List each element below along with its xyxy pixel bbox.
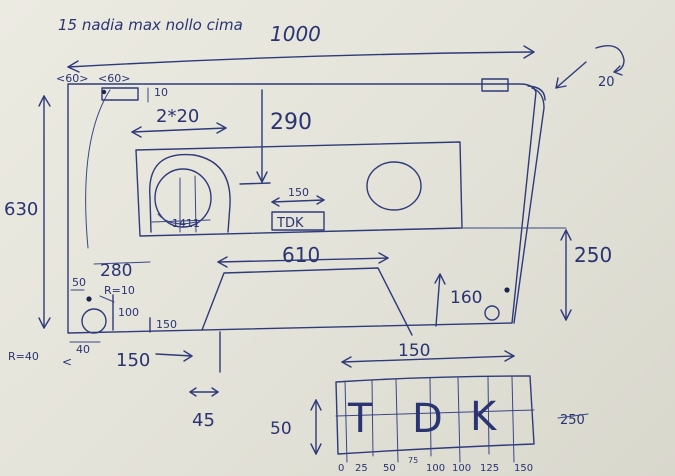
dim-bottom-45: 45 xyxy=(192,410,215,431)
bottom-trapezoid xyxy=(201,267,413,336)
dim-corner: 20 xyxy=(598,75,615,90)
logo-width-arrow xyxy=(341,350,515,368)
dim-reel-inner: 1411 xyxy=(172,217,200,230)
logo-grid-lines xyxy=(335,376,535,463)
small-hole-dot xyxy=(86,296,92,302)
window-width-arrow xyxy=(131,122,227,138)
logo-letter-d: D xyxy=(412,396,443,442)
dim-height-total: 630 xyxy=(4,199,38,220)
top-right-tab xyxy=(481,78,509,92)
window-dash xyxy=(239,182,271,185)
tdk-label-box xyxy=(271,211,325,231)
dim-right-height: 250 xyxy=(574,243,612,267)
header-note: 15 nadia max nollo cima xyxy=(58,16,243,34)
dim-right-160: 160 xyxy=(450,288,482,308)
scale-label: 75 xyxy=(408,456,418,465)
right-height-arrow xyxy=(560,229,572,321)
dim-top-left-small: 10 xyxy=(154,86,168,99)
top-left-tab xyxy=(101,87,139,101)
right-reel xyxy=(366,161,422,211)
logo-scale: 0 25 50 75 100 100 125 150 xyxy=(338,456,533,474)
scale-label: 100 xyxy=(426,463,445,474)
left-dim-ticks xyxy=(70,289,115,303)
scale-label: 0 xyxy=(338,463,344,474)
dim-label-width: 150 xyxy=(288,186,309,199)
scale-label: 150 xyxy=(514,463,533,474)
dim-logo-height: 50 xyxy=(270,419,292,439)
height-arrow xyxy=(38,95,51,329)
logo-letter-t: T xyxy=(347,396,373,442)
dim-left-r-large: R=40 xyxy=(8,350,39,363)
dim-left-block: 280 xyxy=(100,261,132,281)
right-hole-dot xyxy=(504,287,510,293)
dim-left-100: 100 xyxy=(118,306,139,319)
label-width-arrow xyxy=(271,195,325,207)
left-block-arrow xyxy=(93,261,151,265)
logo-letter-k: K xyxy=(470,394,498,440)
dim-window-width: 2*20 xyxy=(156,106,199,127)
left-reel xyxy=(149,153,231,233)
window-depth-arrow xyxy=(256,89,268,183)
bottom-150-arrow xyxy=(155,350,193,362)
inner-curve xyxy=(85,89,111,249)
dim-logo-width: 150 xyxy=(398,341,430,361)
scale-label: 25 xyxy=(355,463,368,474)
dim-bottom-width: 610 xyxy=(282,243,320,267)
dim-left-150: 150 xyxy=(156,318,177,331)
tdk-label-text: TDK xyxy=(276,216,304,231)
top-width-arrow xyxy=(67,45,535,73)
logo-side-strike xyxy=(557,413,589,419)
scale-label: 125 xyxy=(480,463,499,474)
bottom-width-arrow xyxy=(217,252,389,268)
dim-window-depth: 290 xyxy=(270,110,312,135)
cassette-right-edge xyxy=(513,87,545,324)
right-160-arrow xyxy=(434,273,446,327)
large-hole-circle xyxy=(81,308,107,334)
header-note-value: 1000 xyxy=(270,22,321,46)
dim-left-50: 50 xyxy=(72,276,86,289)
right-hole-circle xyxy=(484,305,500,321)
logo-height-arrow xyxy=(310,399,322,455)
corner-arrows xyxy=(555,45,625,89)
dim-left-40: 40 xyxy=(76,343,90,356)
bottom-45-arrow xyxy=(189,387,219,397)
dim-top-left-a: <60> xyxy=(56,72,88,85)
dim-left-r-small: R=10 xyxy=(104,284,135,297)
left-arrow-glyph: < xyxy=(62,355,72,369)
scale-label: 100 xyxy=(452,463,471,474)
dim-bottom-150: 150 xyxy=(116,350,150,371)
scale-label: 50 xyxy=(383,463,396,474)
logo-box xyxy=(335,375,535,455)
tab-dot xyxy=(101,89,107,95)
cassette-corner-mark xyxy=(527,85,546,101)
dim-top-left-b: <60> xyxy=(98,72,130,85)
